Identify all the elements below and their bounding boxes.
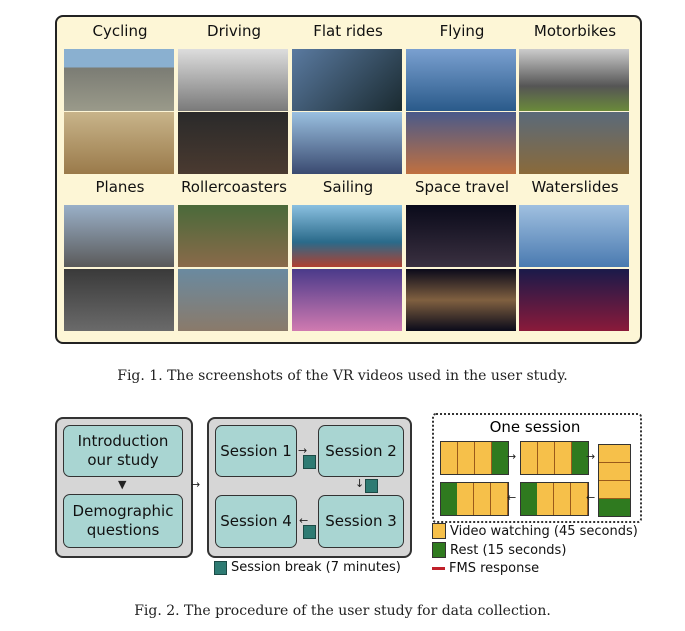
video-screenshot bbox=[292, 49, 402, 111]
category-label: Flying bbox=[439, 22, 485, 40]
video-block bbox=[520, 441, 589, 475]
video-screenshot bbox=[406, 269, 516, 331]
legend-rest-label: Rest (15 seconds) bbox=[450, 542, 567, 558]
video-screenshot bbox=[292, 205, 402, 267]
video-screenshot bbox=[406, 49, 516, 111]
figure1-caption: Fig. 1. The screenshots of the VR videos… bbox=[117, 368, 568, 384]
video-screenshot bbox=[178, 49, 288, 111]
video-screenshot bbox=[519, 112, 629, 174]
legend-video: Video watching (45 seconds) bbox=[432, 523, 638, 539]
demographic-box: Demographic questions bbox=[63, 494, 183, 548]
arrow-right-icon: → bbox=[298, 444, 308, 457]
category-label: Driving bbox=[207, 22, 261, 40]
session-1-box: Session 1 bbox=[215, 425, 297, 477]
video-block bbox=[440, 441, 509, 475]
intro-box: Introduction our study bbox=[63, 425, 183, 477]
legend-video-label: Video watching (45 seconds) bbox=[450, 523, 638, 539]
session-break-label: Session break (7 minutes) bbox=[231, 560, 401, 575]
arrow-right-icon: → bbox=[507, 450, 517, 463]
arrow-left-icon: ← bbox=[507, 491, 517, 504]
session-break-marker bbox=[365, 479, 378, 493]
video-screenshot bbox=[519, 205, 629, 267]
arrow-right-icon: → bbox=[191, 478, 201, 491]
session-break-marker bbox=[303, 525, 316, 539]
session-4-box: Session 4 bbox=[215, 495, 297, 548]
rest-swatch bbox=[432, 542, 446, 558]
arrow-left-icon: ← bbox=[586, 491, 596, 504]
video-screenshot bbox=[292, 112, 402, 174]
category-label: Sailing bbox=[322, 178, 374, 196]
legend-fms-label: FMS response bbox=[449, 561, 540, 576]
video-screenshot bbox=[178, 269, 288, 331]
video-screenshot bbox=[519, 269, 629, 331]
category-label: Flat rides bbox=[313, 22, 383, 40]
category-label: Space travel bbox=[415, 178, 509, 196]
video-screenshot bbox=[64, 269, 174, 331]
video-block bbox=[520, 482, 589, 516]
category-label: Rollercoasters bbox=[181, 178, 287, 196]
arrow-right-icon: → bbox=[586, 450, 596, 463]
session-break-marker bbox=[303, 455, 316, 469]
one-session-box bbox=[432, 413, 642, 523]
category-label: Planes bbox=[95, 178, 145, 196]
category-label: Motorbikes bbox=[533, 22, 617, 40]
fms-swatch bbox=[432, 567, 445, 570]
session-2-box: Session 2 bbox=[318, 425, 404, 477]
session-3-box: Session 3 bbox=[318, 495, 404, 548]
video-screenshot bbox=[519, 49, 629, 111]
video-screenshot bbox=[292, 269, 402, 331]
category-label: Cycling bbox=[92, 22, 148, 40]
one-session-title: One session bbox=[489, 418, 581, 436]
video-screenshot bbox=[406, 112, 516, 174]
video-block bbox=[598, 444, 631, 517]
legend-fms: FMS response bbox=[432, 561, 539, 576]
arrow-left-icon: ← bbox=[299, 514, 309, 527]
video-screenshot bbox=[64, 112, 174, 174]
arrow-down-icon: ↓ bbox=[355, 477, 365, 490]
video-screenshot bbox=[178, 112, 288, 174]
video-block bbox=[440, 482, 509, 516]
session-break-legend: Session break (7 minutes) bbox=[214, 560, 401, 575]
category-label: Waterslides bbox=[531, 178, 619, 196]
video-screenshot bbox=[64, 49, 174, 111]
video-swatch bbox=[432, 523, 446, 539]
break-swatch bbox=[214, 560, 227, 575]
video-screenshot bbox=[178, 205, 288, 267]
arrow-down-icon: ▼ bbox=[118, 478, 127, 491]
figure2-caption: Fig. 2. The procedure of the user study … bbox=[134, 603, 551, 619]
video-screenshot bbox=[406, 205, 516, 267]
video-screenshot bbox=[64, 205, 174, 267]
legend-rest: Rest (15 seconds) bbox=[432, 542, 566, 558]
